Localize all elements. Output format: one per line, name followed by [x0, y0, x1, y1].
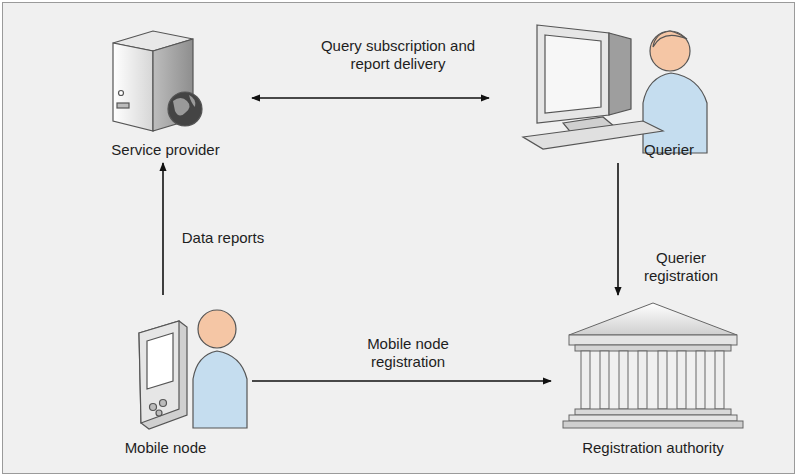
actor-node: Service provider — [79, 21, 252, 163]
connector-arrow — [617, 163, 619, 295]
actor-node: Registration authority — [551, 295, 755, 461]
node-label: Querier — [489, 141, 694, 159]
edge-label: Data reports — [166, 229, 280, 247]
connector-arrow — [252, 380, 551, 382]
icon-layer — [3, 3, 794, 473]
actor-node: Querier — [489, 18, 722, 163]
server-icon — [113, 31, 202, 131]
querier-icon — [523, 25, 707, 153]
connector-arrow — [252, 97, 489, 99]
node-label: Mobile node — [79, 439, 252, 457]
edge-label: Mobile node registration — [346, 335, 470, 371]
mobile-node-icon — [139, 310, 247, 429]
node-label: Service provider — [79, 141, 252, 159]
connector-arrow — [162, 163, 164, 295]
actor-node: Mobile node — [79, 295, 252, 461]
node-label: Registration authority — [551, 439, 755, 457]
edge-label: Query subscription and report delivery — [311, 37, 485, 73]
building-icon — [563, 303, 743, 428]
connector-layer — [3, 3, 794, 473]
edge-label: Querier registration — [631, 249, 731, 285]
